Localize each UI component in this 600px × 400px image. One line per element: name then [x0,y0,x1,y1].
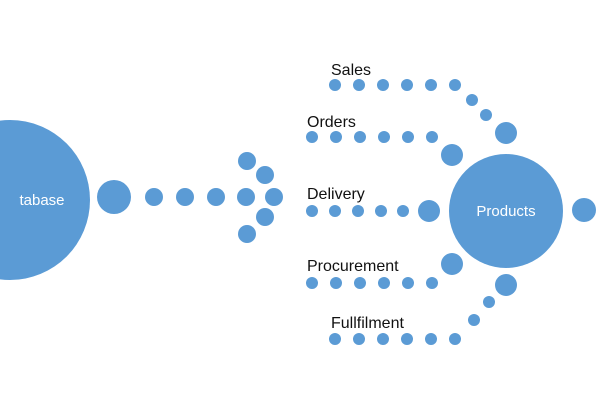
branch-dot [330,277,342,289]
branch-dot [306,205,318,217]
branch-dot [330,131,342,143]
arrow-dot [238,225,256,243]
branch-dot [352,205,364,217]
branch-dot [397,205,409,217]
branch-sales: Sales [329,62,517,144]
arrow-dot [265,188,283,206]
connector-dot [572,198,596,222]
branch-dot [378,277,390,289]
arrow-dot [238,152,256,170]
branch-dot [495,122,517,144]
source-node: tabase [0,120,90,280]
branch-dot [425,79,437,91]
branch-dot [401,79,413,91]
branch-dot [426,277,438,289]
branch-orders: Orders [306,114,463,166]
branch-label-fullfilment: Fullfilment [331,315,404,332]
connector-dot [97,180,131,214]
branch-dot [441,253,463,275]
branch-label-orders: Orders [307,114,356,131]
hub-node-circle [449,154,563,268]
branch-dot [353,79,365,91]
branch-delivery: Delivery [306,186,440,222]
hub-node-label: Products [476,203,535,220]
branch-dot [402,277,414,289]
branch-dot [329,333,341,345]
branch-dot [377,79,389,91]
arrow-splitter [237,152,283,243]
branch-dot [495,274,517,296]
branch-dot [441,144,463,166]
branch-dot [329,79,341,91]
branch-fullfilment: Fullfilment [329,274,517,345]
connector-dot [176,188,194,206]
branch-dot [466,94,478,106]
branch-label-delivery: Delivery [307,186,365,203]
branch-dot [306,131,318,143]
branch-dot [418,200,440,222]
branch-label-procurement: Procurement [307,258,399,275]
arrow-dot [256,166,274,184]
source-node-circle [0,120,90,280]
branch-dot [353,333,365,345]
branch-procurement: Procurement [306,253,463,289]
branch-dot [401,333,413,345]
branch-dot [449,333,461,345]
branch-label-sales: Sales [331,62,371,79]
branch-dot [329,205,341,217]
branch-dot [375,205,387,217]
source-node-label: tabase [19,192,64,209]
branch-dot [483,296,495,308]
arrow-dot [256,208,274,226]
branch-dot [377,333,389,345]
branch-dot [426,131,438,143]
connector-dot [145,188,163,206]
source-connector [97,180,225,214]
branch-dot [425,333,437,345]
output-connector [572,198,596,222]
connector-dot [207,188,225,206]
branch-dot [354,131,366,143]
branch-dot [480,109,492,121]
arrow-dot [237,188,255,206]
branch-dot [306,277,318,289]
branch-dot [449,79,461,91]
branch-dot [402,131,414,143]
branch-dot [354,277,366,289]
hub-node: Products [449,154,563,268]
branch-dot [378,131,390,143]
branch-dot [468,314,480,326]
